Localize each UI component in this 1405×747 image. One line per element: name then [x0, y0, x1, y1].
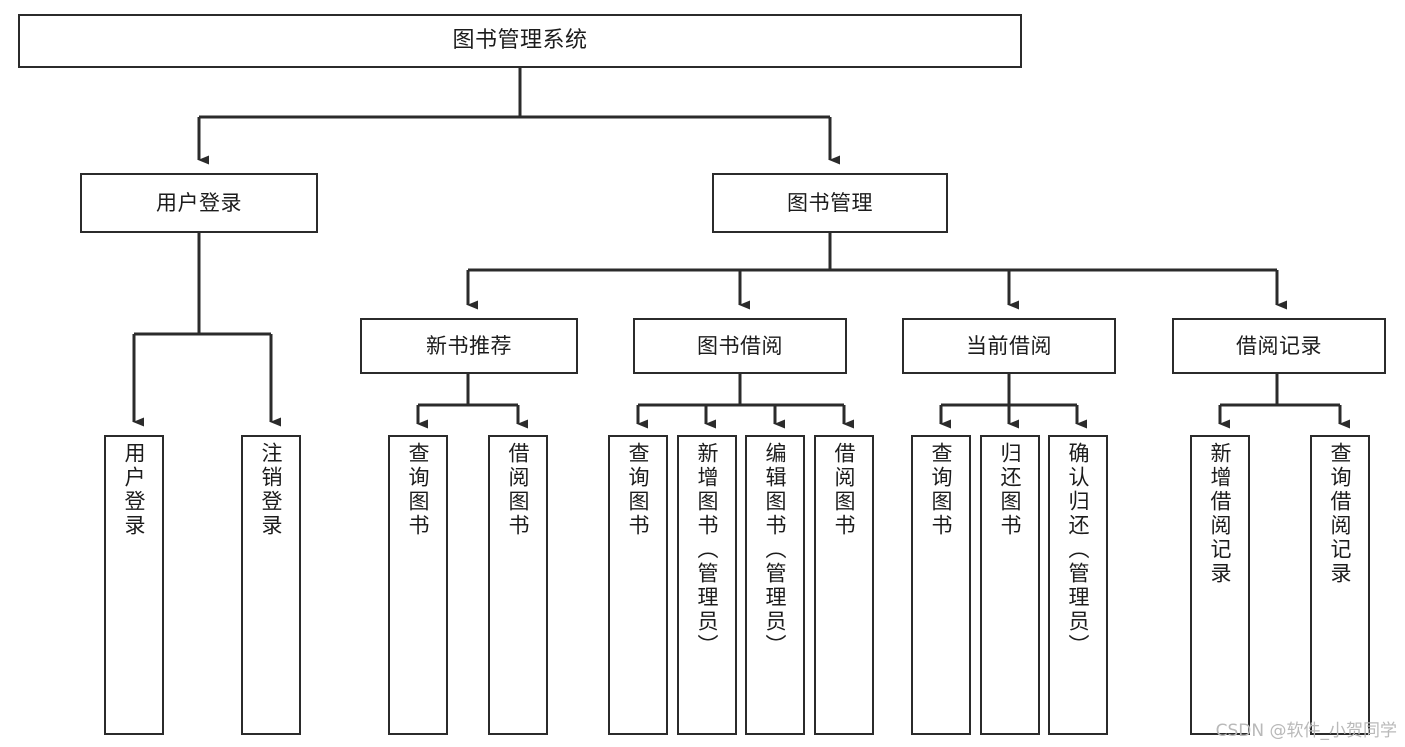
leaf-book-borrow-borrow[interactable]: 借阅图书 — [814, 435, 874, 735]
leaf-borrow-record-add[interactable]: 新增借阅记录 — [1190, 435, 1250, 735]
node-label: 用户登录 — [156, 190, 242, 215]
node-new-book-recommend[interactable]: 新书推荐 — [360, 318, 578, 374]
node-label: 查询借阅记录 — [1328, 442, 1353, 586]
leaf-user-login-logout[interactable]: 注销登录 — [241, 435, 301, 735]
node-label: 编辑图书（管理员） — [763, 442, 788, 658]
node-label: 注销登录 — [259, 442, 284, 538]
node-root-system[interactable]: 图书管理系统 — [18, 14, 1022, 68]
node-book-management[interactable]: 图书管理 — [712, 173, 948, 233]
leaf-new-book-query[interactable]: 查询图书 — [388, 435, 448, 735]
node-label: 新增图书（管理员） — [695, 442, 720, 658]
node-label: 图书管理 — [787, 190, 873, 215]
leaf-new-book-borrow[interactable]: 借阅图书 — [488, 435, 548, 735]
node-label: 查询图书 — [626, 442, 651, 538]
leaf-book-borrow-edit[interactable]: 编辑图书（管理员） — [745, 435, 805, 735]
node-label: 归还图书 — [998, 442, 1023, 538]
node-label: 查询图书 — [929, 442, 954, 538]
node-user-login[interactable]: 用户登录 — [80, 173, 318, 233]
node-label: 借阅图书 — [832, 442, 857, 538]
node-current-borrow[interactable]: 当前借阅 — [902, 318, 1116, 374]
node-label: 借阅记录 — [1236, 333, 1322, 358]
leaf-current-borrow-return[interactable]: 归还图书 — [980, 435, 1040, 735]
node-label: 新书推荐 — [426, 333, 512, 358]
leaf-book-borrow-add[interactable]: 新增图书（管理员） — [677, 435, 737, 735]
node-label: 查询图书 — [406, 442, 431, 538]
leaf-user-login-login[interactable]: 用户登录 — [104, 435, 164, 735]
leaf-current-borrow-query[interactable]: 查询图书 — [911, 435, 971, 735]
node-label: 图书借阅 — [697, 333, 783, 358]
node-borrow-record[interactable]: 借阅记录 — [1172, 318, 1386, 374]
node-label: 用户登录 — [122, 442, 147, 538]
node-label: 新增借阅记录 — [1208, 442, 1233, 586]
node-label: 当前借阅 — [966, 333, 1052, 358]
node-book-borrow[interactable]: 图书借阅 — [633, 318, 847, 374]
leaf-current-borrow-confirm-return[interactable]: 确认归还（管理员） — [1048, 435, 1108, 735]
node-label: 图书管理系统 — [452, 28, 588, 54]
watermark: CSDN @软件_小贺同学 — [1215, 721, 1397, 741]
node-label: 借阅图书 — [506, 442, 531, 538]
node-label: 确认归还（管理员） — [1066, 442, 1091, 658]
leaf-borrow-record-query[interactable]: 查询借阅记录 — [1310, 435, 1370, 735]
leaf-book-borrow-query[interactable]: 查询图书 — [608, 435, 668, 735]
